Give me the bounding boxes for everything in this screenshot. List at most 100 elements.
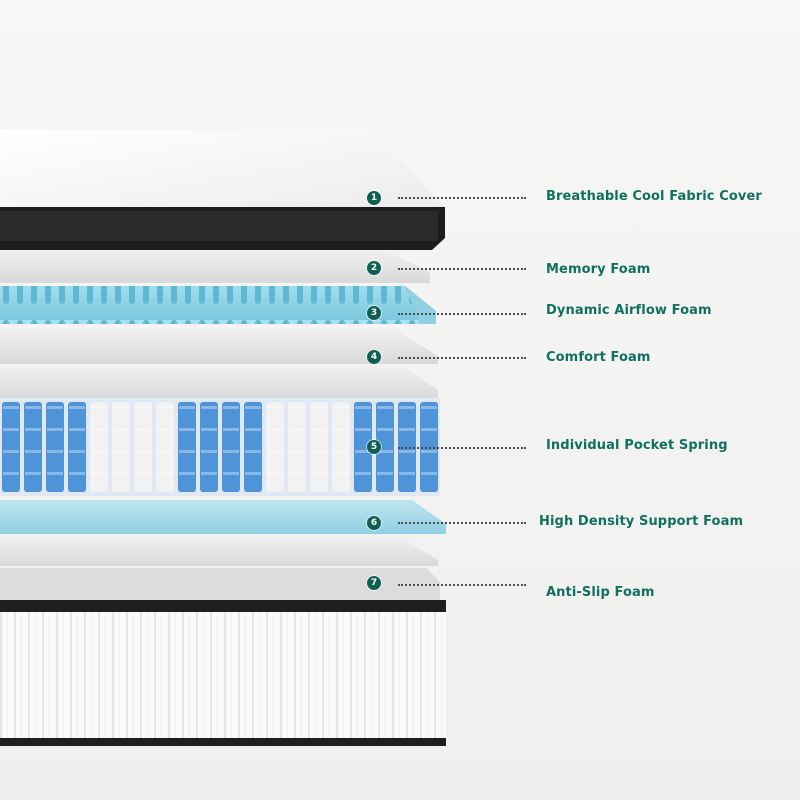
spring-coil-band <box>91 428 107 431</box>
spring-coil-band <box>245 406 261 409</box>
spring-column <box>398 402 416 492</box>
spring-coil-band <box>135 450 151 453</box>
spring-column <box>266 402 284 492</box>
spring-coil-band <box>399 406 415 409</box>
spring-coil-band <box>25 450 41 453</box>
spring-coil-band <box>201 428 217 431</box>
spring-coil-band <box>91 406 107 409</box>
spring-coil-band <box>267 406 283 409</box>
spring-coil-band <box>311 472 327 475</box>
spring-coil-band <box>289 450 305 453</box>
spring-coil-band <box>421 472 437 475</box>
spring-column <box>376 402 394 492</box>
support-foam-layer <box>0 500 446 566</box>
spring-coil-band <box>69 406 85 409</box>
spring-coil-band <box>47 428 63 431</box>
spring-coil-band <box>157 428 173 431</box>
spring-column <box>112 402 130 492</box>
airflow-foam-layer <box>0 286 436 324</box>
spring-coil-band <box>3 428 19 431</box>
spring-coil-band <box>201 450 217 453</box>
spring-coil-band <box>267 428 283 431</box>
spring-coil-band <box>135 428 151 431</box>
spring-coil-band <box>179 472 195 475</box>
spring-coil-band <box>179 406 195 409</box>
spring-coil-band <box>223 472 239 475</box>
spring-column <box>200 402 218 492</box>
spring-column <box>134 402 152 492</box>
spring-coil-band <box>25 406 41 409</box>
spring-column <box>354 402 372 492</box>
spring-coil-band <box>333 428 349 431</box>
spring-column <box>244 402 262 492</box>
spring-coil-band <box>421 450 437 453</box>
spring-block <box>0 398 440 496</box>
spring-column <box>310 402 328 492</box>
spring-coil-band <box>245 450 261 453</box>
spring-column <box>68 402 86 492</box>
spring-column <box>156 402 174 492</box>
spring-coil-band <box>69 428 85 431</box>
spring-coil-band <box>69 450 85 453</box>
spring-coil-band <box>245 428 261 431</box>
spring-coil-band <box>377 428 393 431</box>
spring-coil-band <box>25 428 41 431</box>
anti-slip-foam-layer <box>0 568 446 746</box>
spring-coil-band <box>377 406 393 409</box>
spring-coil-band <box>289 428 305 431</box>
spring-column <box>288 402 306 492</box>
spring-coil-band <box>377 450 393 453</box>
spring-column <box>24 402 42 492</box>
spring-coil-band <box>289 406 305 409</box>
spring-coil-band <box>223 406 239 409</box>
spring-coil-band <box>179 428 195 431</box>
spring-coil-band <box>355 472 371 475</box>
spring-coil-band <box>289 472 305 475</box>
spring-coil-band <box>201 406 217 409</box>
spring-coil-band <box>113 472 129 475</box>
spring-column <box>332 402 350 492</box>
spring-coil-band <box>113 450 129 453</box>
spring-coil-band <box>399 472 415 475</box>
spring-coil-band <box>91 450 107 453</box>
spring-coil-band <box>245 472 261 475</box>
spring-coil-band <box>179 450 195 453</box>
spring-coil-band <box>223 450 239 453</box>
spring-coil-band <box>25 472 41 475</box>
spring-coil-band <box>3 406 19 409</box>
spring-coil-band <box>355 450 371 453</box>
spring-coil-band <box>157 472 173 475</box>
spring-column <box>2 402 20 492</box>
spring-coil-band <box>399 428 415 431</box>
spring-column <box>222 402 240 492</box>
cover-top-layer <box>0 130 445 250</box>
spring-coil-band <box>3 472 19 475</box>
spring-coil-band <box>91 472 107 475</box>
spring-coil-band <box>223 428 239 431</box>
spring-coil-band <box>157 450 173 453</box>
spring-column <box>178 402 196 492</box>
spring-coil-band <box>113 428 129 431</box>
spring-coil-band <box>135 472 151 475</box>
spring-coil-band <box>377 472 393 475</box>
spring-column <box>46 402 64 492</box>
spring-coil-band <box>47 450 63 453</box>
spring-coil-band <box>47 406 63 409</box>
spring-column <box>420 402 438 492</box>
spring-coil-band <box>421 428 437 431</box>
spring-column <box>90 402 108 492</box>
spring-coil-band <box>47 472 63 475</box>
spring-coil-band <box>157 406 173 409</box>
spring-coil-band <box>135 406 151 409</box>
spring-coil-band <box>267 450 283 453</box>
spring-coil-band <box>69 472 85 475</box>
spring-coil-band <box>333 472 349 475</box>
spring-coil-band <box>421 406 437 409</box>
spring-coil-band <box>113 406 129 409</box>
spring-coil-band <box>311 406 327 409</box>
spring-coil-band <box>311 450 327 453</box>
spring-coil-band <box>201 472 217 475</box>
spring-coil-band <box>311 428 327 431</box>
spring-coil-band <box>355 406 371 409</box>
